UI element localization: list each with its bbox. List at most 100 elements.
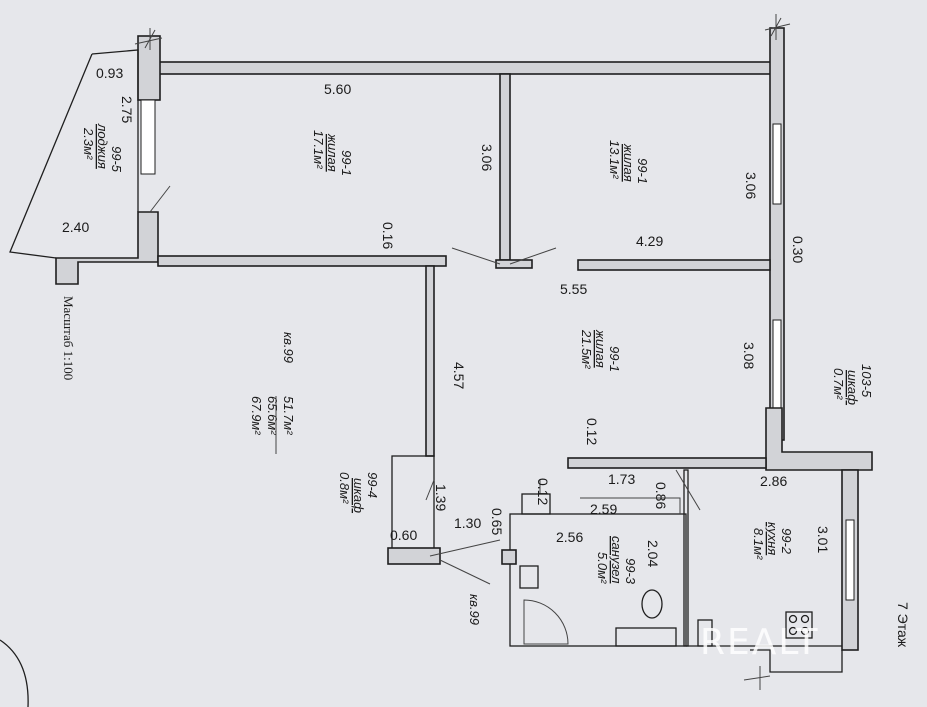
dim-030: 0.30 bbox=[790, 236, 806, 263]
dim-086: 0.86 bbox=[653, 482, 669, 509]
dim-060: 0.60 bbox=[390, 527, 417, 543]
dim-286: 2.86 bbox=[760, 473, 787, 489]
room-code-bath: 99-3 bbox=[623, 558, 638, 585]
dim-275: 2.75 bbox=[119, 96, 135, 123]
dim-256: 2.56 bbox=[556, 529, 583, 545]
dim-306-right: 3.06 bbox=[743, 172, 759, 199]
dim-240: 2.40 bbox=[62, 219, 89, 235]
window-right-2 bbox=[772, 319, 782, 409]
dim-093: 0.93 bbox=[96, 65, 123, 81]
door-swing-closet bbox=[425, 479, 435, 501]
door-swing-living bbox=[451, 247, 557, 265]
loggia-door bbox=[140, 99, 156, 175]
interior-wall-living3 bbox=[577, 259, 771, 271]
interior-wall-left-living3 bbox=[425, 265, 435, 457]
loggia-outline bbox=[9, 49, 139, 259]
room-name-loggia: лоджия bbox=[95, 123, 110, 169]
apartment-number: кв.99 bbox=[281, 332, 296, 363]
burner-icon bbox=[788, 614, 798, 624]
dim-301: 3.01 bbox=[815, 526, 831, 553]
room-area-living1: 17.1м² bbox=[311, 130, 326, 169]
loggia-lower-wall bbox=[55, 211, 159, 285]
dim-308: 3.08 bbox=[741, 342, 757, 369]
bath-door-stub bbox=[521, 493, 551, 515]
dim-306-left: 3.06 bbox=[479, 144, 495, 171]
dim-429: 4.29 bbox=[636, 233, 663, 249]
window-right-1 bbox=[772, 123, 782, 205]
break-mark-top-right bbox=[764, 14, 791, 40]
room-area-bath: 5.0м² bbox=[595, 552, 610, 584]
room-name-closet2: шкаф bbox=[351, 478, 366, 513]
loggia-stub-wall bbox=[137, 35, 161, 101]
room-area-closet2: 0.8м² bbox=[337, 472, 352, 504]
window-kitchen bbox=[845, 519, 855, 601]
dim-012-b: 0.12 bbox=[535, 478, 551, 505]
room-name-living3: жилая bbox=[593, 329, 608, 368]
room-code-closet2: 99-4 bbox=[365, 472, 380, 498]
room-name-closet1: шкаф bbox=[845, 370, 860, 405]
break-mark-top-left bbox=[134, 28, 163, 50]
entry-apartment-label: кв.99 bbox=[467, 594, 482, 625]
room-name-bath: санузел bbox=[609, 536, 624, 584]
watermark-logo: REALT bbox=[700, 622, 819, 663]
dim-139: 1.39 bbox=[433, 484, 449, 511]
walls bbox=[55, 14, 873, 690]
floor-label: 7 Этаж bbox=[895, 602, 911, 648]
dim-012-a: 0.12 bbox=[584, 418, 600, 445]
room-code-closet1: 103-5 bbox=[859, 364, 874, 398]
apartment-living-area: 51.7м² bbox=[281, 396, 296, 435]
room-name-living1: жилая bbox=[325, 133, 340, 172]
room-area-living2: 13.1м² bbox=[607, 140, 622, 179]
room-name-living2: жилая bbox=[621, 143, 636, 182]
room-name-kitchen: кухня bbox=[765, 522, 780, 555]
top-exterior-wall bbox=[139, 61, 781, 75]
apartment-summary: кв.99 51.7м² 65.6м² 67.9м² кв.99 bbox=[249, 332, 482, 625]
dim-173: 1.73 bbox=[608, 471, 635, 487]
bath-column bbox=[501, 549, 517, 565]
stamp-arc bbox=[0, 639, 29, 707]
room-area-kitchen: 8.1м² bbox=[751, 528, 766, 560]
door-swing-kitchen bbox=[675, 469, 701, 511]
sink-icon bbox=[519, 565, 539, 589]
scale-label: Масштаб 1:100 bbox=[61, 296, 76, 380]
room-code-living2: 99-1 bbox=[635, 158, 650, 184]
room-code-living3: 99-1 bbox=[607, 346, 622, 372]
entry-line-1 bbox=[429, 539, 501, 557]
loggia-door-swing bbox=[149, 185, 171, 213]
room-area-living3: 21.5м² bbox=[579, 329, 594, 369]
dim-555: 5.55 bbox=[560, 281, 587, 297]
room-area-closet1: 0.7м² bbox=[831, 368, 846, 400]
apartment-area-with-loggia: 67.9м² bbox=[249, 396, 264, 435]
bathtub-icon bbox=[615, 627, 677, 647]
burner-icon bbox=[800, 614, 810, 624]
stove-icon bbox=[785, 611, 813, 639]
room-code-loggia: 99-5 bbox=[109, 146, 124, 173]
dim-457: 4.57 bbox=[451, 362, 467, 389]
room-labels: 99-5 лоджия 2.3м² 99-1 жилая 17.1м² 99-1… bbox=[81, 123, 874, 585]
shower-arc-icon bbox=[523, 599, 569, 645]
dim-204: 2.04 bbox=[645, 540, 661, 567]
burner-icon bbox=[800, 626, 810, 636]
closet-103-5-wall bbox=[765, 407, 873, 471]
washer-icon bbox=[697, 619, 713, 647]
room-code-living1: 99-1 bbox=[339, 150, 354, 176]
dim-016: 0.16 bbox=[380, 222, 396, 249]
room-area-loggia: 2.3м² bbox=[81, 127, 96, 160]
dimension-labels: 0.93 2.75 5.60 3.06 3.06 2.40 0.16 4.29 … bbox=[62, 65, 831, 567]
dim-560: 5.60 bbox=[324, 81, 351, 97]
bathroom-outline bbox=[509, 513, 687, 647]
closet-99-4-base bbox=[387, 547, 441, 565]
interior-wall-kitchen-top bbox=[567, 457, 767, 469]
dim-130: 1.30 bbox=[454, 515, 481, 531]
entry-line-2 bbox=[439, 559, 491, 585]
burner-icon bbox=[788, 626, 798, 636]
interior-wall-vertical bbox=[499, 73, 511, 261]
bath-inner-lines bbox=[539, 480, 681, 514]
toilet-icon bbox=[641, 589, 663, 619]
dim-065: 0.65 bbox=[489, 508, 505, 535]
wall-end-cap bbox=[495, 259, 533, 269]
break-mark-bottom bbox=[743, 666, 771, 690]
dim-259: 2.59 bbox=[590, 501, 617, 517]
room-code-kitchen: 99-2 bbox=[779, 528, 794, 555]
